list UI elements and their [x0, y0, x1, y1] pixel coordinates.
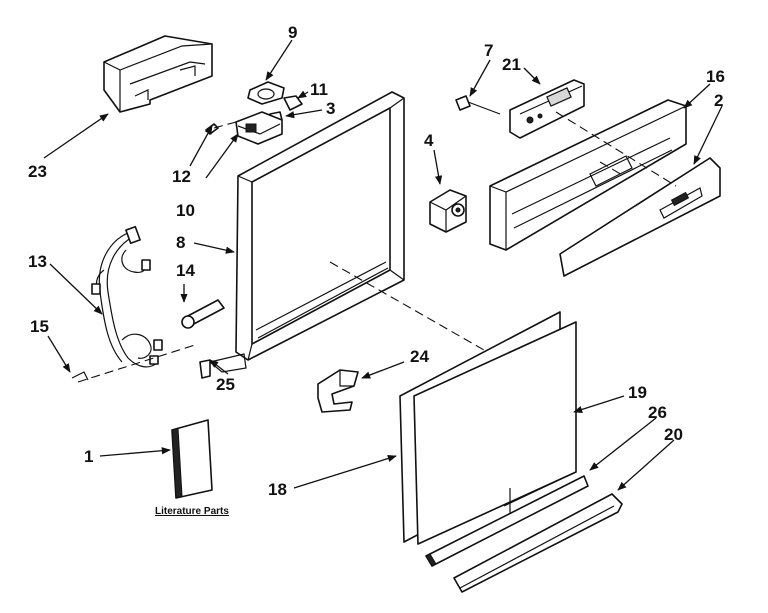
- callout-16: 16: [706, 67, 725, 86]
- callout-13: 13: [28, 252, 47, 271]
- callout-4: 4: [424, 131, 434, 150]
- part-23-vent-bracket: [103, 35, 213, 113]
- callout-14: 14: [176, 261, 195, 280]
- part-8-inner-door-frame: [208, 91, 405, 373]
- part-15-wire-tie: [71, 371, 89, 381]
- part-25-clip: [199, 359, 211, 379]
- part-16-control-panel: [489, 99, 687, 251]
- callout-24: 24: [410, 347, 429, 366]
- part-9-latch: [247, 81, 285, 105]
- leader-lines: [43, 39, 723, 491]
- assembly-lines: [77, 111, 677, 383]
- callout-20: 20: [664, 425, 683, 444]
- callout-11: 11: [310, 80, 328, 99]
- callout-2: 2: [714, 91, 723, 110]
- literature-parts-caption: Literature Parts: [155, 506, 229, 517]
- part-21-control-module: [509, 79, 585, 139]
- part-10-latch-housing: [235, 111, 283, 145]
- callout-18: 18: [268, 480, 287, 499]
- part-14-door-switch: [181, 299, 225, 329]
- part-26-trim: [425, 475, 589, 567]
- part-11-latch-spring: [283, 95, 303, 111]
- callout-9: 9: [288, 23, 297, 42]
- callout-12: 12: [172, 167, 191, 186]
- callout-15: 15: [30, 317, 49, 336]
- callout-21: 21: [502, 55, 521, 74]
- part-1-literature: [171, 419, 213, 499]
- part-19-door-panel-insert: [413, 321, 577, 545]
- callout-7: 7: [484, 41, 493, 60]
- part-20-bottom-trim: [453, 493, 623, 593]
- part-24-bracket: [317, 369, 359, 413]
- callout-1: 1: [84, 447, 93, 466]
- callout-26: 26: [648, 403, 667, 422]
- callout-19: 19: [628, 383, 647, 402]
- callout-23: 23: [28, 162, 47, 181]
- part-13-wire-harness: [91, 225, 163, 368]
- part-7-screw: [455, 95, 501, 115]
- callout-3: 3: [326, 99, 335, 118]
- callout-25: 25: [216, 375, 235, 394]
- part-2-touch-pad: [559, 157, 721, 277]
- callout-10: 10: [176, 201, 195, 220]
- callout-8: 8: [176, 233, 185, 252]
- part-4-switch: [429, 189, 467, 233]
- callout-labels: 23 9 11 3 12 10 8 13 14 15 25 24 1 18 19…: [28, 23, 725, 517]
